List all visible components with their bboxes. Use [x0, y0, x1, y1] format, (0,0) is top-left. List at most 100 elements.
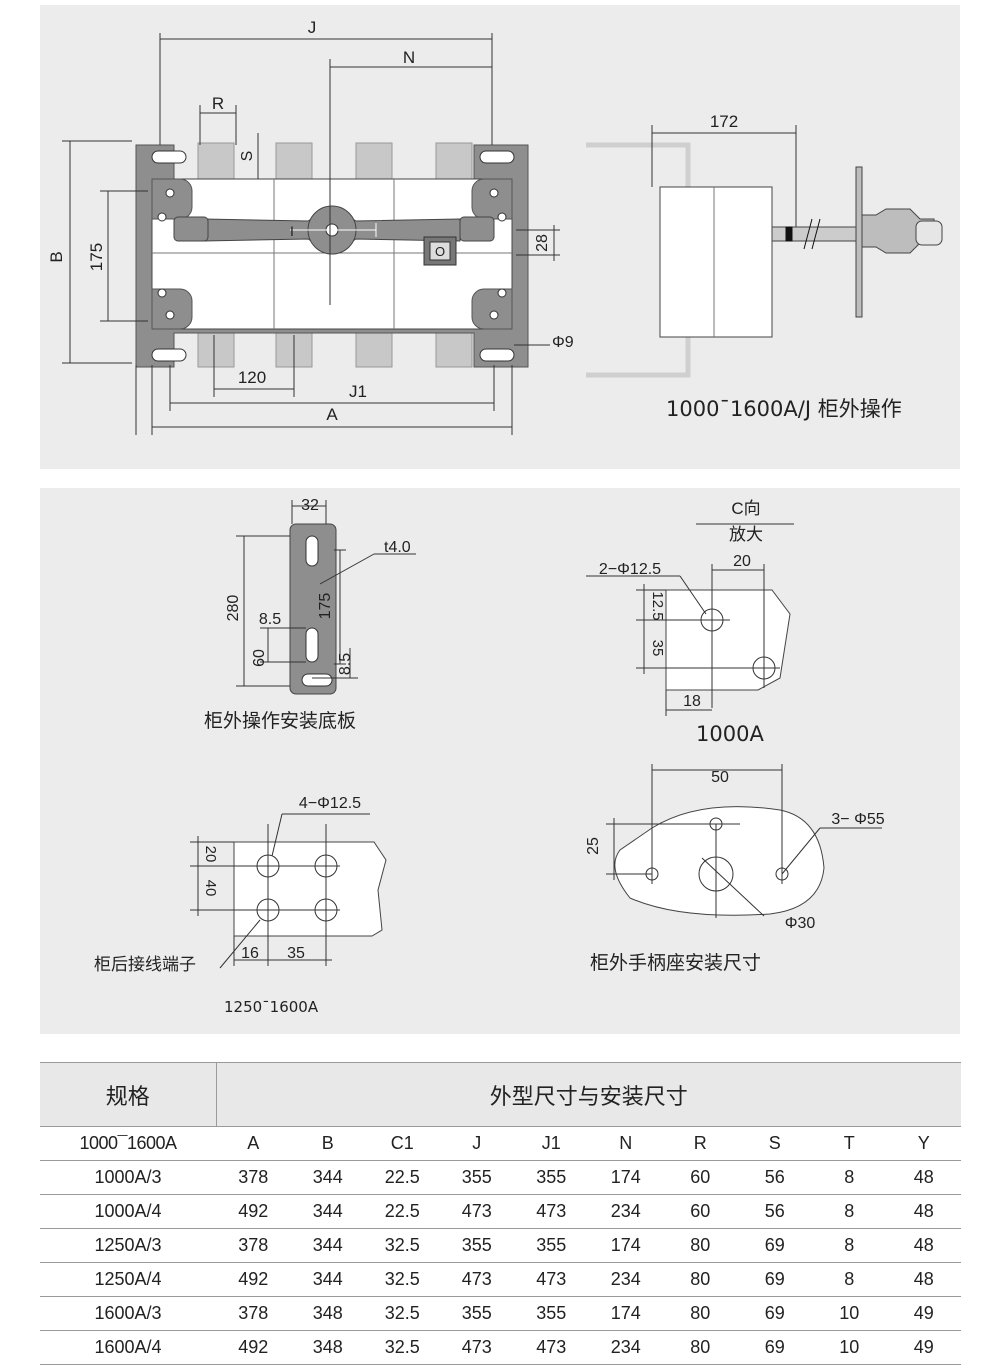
table-cell: 10 [812, 1330, 887, 1365]
table-cell: 348 [290, 1296, 365, 1331]
table-row: 1600A/4 492 348 32.5 473 473 234 80 69 1… [40, 1330, 961, 1365]
table-cell: 1250A/4 [40, 1262, 216, 1297]
caption-handle-base: 柜外手柄座安装尺寸 [590, 952, 762, 974]
table-cell: 378 [216, 1160, 291, 1195]
table-cell: 492 [216, 1262, 291, 1297]
column-header-row: 1000¯1600A A B C1 J J1 N R S T Y [40, 1126, 961, 1161]
dim-20: 20 [733, 553, 751, 570]
column-header: N [588, 1126, 663, 1161]
table-cell: 344 [290, 1194, 365, 1229]
table-header-row: 规格 外型尺寸与安装尺寸 [40, 1062, 961, 1127]
table-cell: 60 [663, 1194, 738, 1229]
table-cell: 69 [737, 1296, 812, 1331]
table-cell: 69 [737, 1262, 812, 1297]
table-cell: 1000A/3 [40, 1160, 216, 1195]
dim-172: 172 [710, 112, 738, 131]
dim-N: N [403, 48, 415, 67]
dim-175-plate: 175 [317, 593, 334, 620]
table-row: 1250A/3 378 344 32.5 355 355 174 80 69 8… [40, 1228, 961, 1263]
dim-3-phi55: 3− Φ55 [831, 811, 884, 828]
dim-phi30: Φ30 [785, 915, 816, 932]
detail-drawings-panel: 32 t4.0 280 175 8.5 60 8.5 C向 放大 2−Φ12.5… [40, 488, 960, 1034]
table-cell: 22.5 [365, 1194, 440, 1229]
top-drawing-panel: J N R S B 175 28 Φ9 120 J1 A 172 I O 100… [40, 5, 960, 469]
dim-t4: t4.0 [384, 539, 411, 556]
table-cell: 355 [514, 1160, 589, 1195]
table-cell: 80 [663, 1228, 738, 1263]
table-cell: 32.5 [365, 1296, 440, 1331]
table-cell: 378 [216, 1228, 291, 1263]
dim-175: 175 [87, 243, 106, 271]
dim-280: 280 [225, 595, 242, 622]
table-cell: 1600A/4 [40, 1330, 216, 1365]
table-cell: 355 [439, 1160, 514, 1195]
caption-1250-1600a: 1250¯1600A [224, 998, 319, 1016]
table-cell: 344 [290, 1228, 365, 1263]
dim-120: 120 [238, 368, 266, 387]
column-header: S [737, 1126, 812, 1161]
table-cell: 69 [737, 1330, 812, 1365]
table-cell: 355 [514, 1296, 589, 1331]
dim-4-phi12-5: 4−Φ12.5 [299, 795, 361, 812]
dim-S: S [239, 151, 256, 162]
table-cell: 32.5 [365, 1228, 440, 1263]
dim-8-5-a: 8.5 [259, 611, 281, 628]
table-cell: 174 [588, 1228, 663, 1263]
dim-50: 50 [711, 769, 729, 786]
table-cell: 56 [737, 1160, 812, 1195]
spec-header: 规格 [40, 1062, 217, 1127]
table-cell: 174 [588, 1296, 663, 1331]
table-cell: 8 [812, 1194, 887, 1229]
table-cell: 1000A/4 [40, 1194, 216, 1229]
table-cell: 48 [886, 1228, 961, 1263]
table-cell: 473 [439, 1194, 514, 1229]
table-cell: 8 [812, 1160, 887, 1195]
table-cell: 344 [290, 1160, 365, 1195]
table-cell: 1600A/3 [40, 1296, 216, 1331]
dim-8-5-b: 8.5 [337, 653, 354, 675]
table-cell: 80 [663, 1262, 738, 1297]
table-cell: 355 [439, 1228, 514, 1263]
dim-60: 60 [251, 649, 268, 667]
dim-12-5: 12.5 [649, 591, 666, 620]
front-and-side-view-drawing: J N R S B 175 28 Φ9 120 J1 A 172 I O [47, 18, 943, 435]
table-row: 1250A/4 492 344 32.5 473 473 234 80 69 8… [40, 1262, 961, 1297]
table-cell: 8 [812, 1228, 887, 1263]
column-header: Y [886, 1126, 961, 1161]
dim-35-t: 35 [287, 945, 305, 962]
dim-40: 40 [202, 880, 219, 897]
table-cell: 473 [514, 1194, 589, 1229]
caption-rear-terminal: 柜后接线端子 [94, 955, 196, 975]
switch-on-mark: I [290, 223, 294, 239]
dim-25: 25 [585, 837, 602, 855]
column-header: J1 [514, 1126, 589, 1161]
table-cell: 344 [290, 1262, 365, 1297]
column-header: 1000¯1600A [40, 1126, 216, 1161]
dimension-table: 规格 外型尺寸与安装尺寸 1000¯1600A A B C1 J J1 N R … [40, 1062, 961, 1365]
table-cell: 10 [812, 1296, 887, 1331]
table-cell: 234 [588, 1262, 663, 1297]
table-cell: 174 [588, 1160, 663, 1195]
dimensions-header: 外型尺寸与安装尺寸 [216, 1062, 961, 1127]
table-row: 1000A/4 492 344 22.5 473 473 234 60 56 8… [40, 1194, 961, 1229]
dim-20-t: 20 [202, 846, 219, 863]
table-cell: 48 [886, 1262, 961, 1297]
table-cell: 32.5 [365, 1330, 440, 1365]
column-header: R [663, 1126, 738, 1161]
table-row: 1600A/3 378 348 32.5 355 355 174 80 69 1… [40, 1296, 961, 1331]
detail-drawings: 32 t4.0 280 175 8.5 60 8.5 C向 放大 2−Φ12.5… [190, 497, 885, 969]
column-header: T [812, 1126, 887, 1161]
c-view-title: C向 [731, 499, 760, 518]
table-cell: 348 [290, 1330, 365, 1365]
caption-external-operation: 1000¯1600A/J 柜外操作 [666, 397, 902, 421]
table-cell: 473 [514, 1262, 589, 1297]
table-cell: 48 [886, 1160, 961, 1195]
c-view-subtitle: 放大 [729, 525, 763, 544]
switch-off-mark: O [435, 244, 445, 259]
table-cell: 56 [737, 1194, 812, 1229]
dim-J: J [308, 18, 317, 37]
dim-R: R [212, 94, 224, 113]
table-cell: 355 [439, 1296, 514, 1331]
dim-28: 28 [534, 234, 551, 252]
dim-J1: J1 [349, 382, 367, 401]
